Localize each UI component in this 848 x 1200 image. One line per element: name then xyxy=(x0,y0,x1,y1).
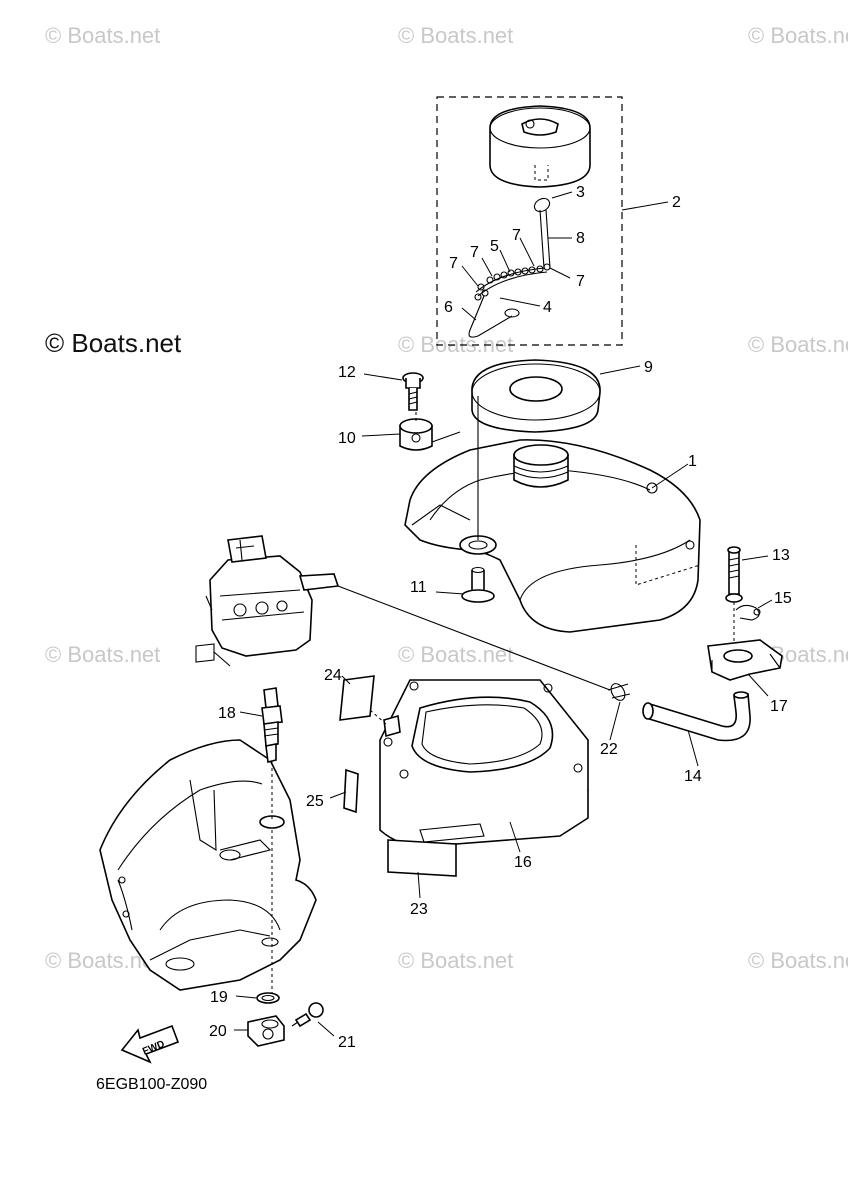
fuel-line-path xyxy=(337,585,611,691)
watermark: © Boats.net xyxy=(45,642,160,667)
callout-15: 15 xyxy=(774,590,792,607)
callout-25: 25 xyxy=(306,793,324,810)
watermark: © Boats.net xyxy=(398,23,513,48)
callout-9: 9 xyxy=(644,359,653,376)
callout-5: 5 xyxy=(490,238,499,255)
callout-22: 22 xyxy=(600,741,618,758)
label-24 xyxy=(339,675,375,721)
tank-collar[interactable] xyxy=(461,566,495,603)
tank-link-line xyxy=(431,431,461,443)
watermark: © Boats.net xyxy=(45,23,160,48)
watermark: © Boats.net xyxy=(398,948,513,973)
callout-23: 23 xyxy=(410,901,428,918)
fuel-tank[interactable] xyxy=(404,439,701,633)
watermark: © Boats.net xyxy=(748,23,848,48)
spring-clip[interactable] xyxy=(735,604,761,621)
watermark: © Boats.net xyxy=(398,642,513,667)
callout-1: 1 xyxy=(688,453,697,470)
hose-bracket[interactable] xyxy=(707,639,783,681)
callout-8: 8 xyxy=(576,230,585,247)
watermark: © Boats.net xyxy=(398,332,513,357)
callout-14: 14 xyxy=(684,768,702,785)
fuel-hose[interactable] xyxy=(642,691,751,742)
fwd-arrow: FWD xyxy=(120,1024,180,1064)
cap-tether xyxy=(468,197,551,338)
watermark: © Boats.net xyxy=(748,948,848,973)
hose-clip[interactable] xyxy=(607,681,631,703)
callout-2: 2 xyxy=(672,194,681,211)
label-23 xyxy=(387,839,457,877)
callout-12: 12 xyxy=(338,364,356,381)
callout-4: 4 xyxy=(543,299,552,316)
callout-21: 21 xyxy=(338,1034,356,1051)
callout-24: 24 xyxy=(324,667,342,684)
callout-6: 6 xyxy=(444,299,453,316)
callout-10: 10 xyxy=(338,430,356,447)
fuel-cap[interactable] xyxy=(489,105,591,188)
callout-7a: 7 xyxy=(449,255,458,272)
lower-cowling xyxy=(99,739,317,991)
callout-18: 18 xyxy=(218,705,236,722)
diagram-code: 6EGB100-Z090 xyxy=(96,1076,207,1093)
callout-7d: 7 xyxy=(576,273,585,290)
callout-11: 11 xyxy=(410,579,427,596)
tank-grommet[interactable] xyxy=(399,412,433,451)
callout-16: 16 xyxy=(514,854,532,871)
joint-screw[interactable] xyxy=(291,1002,324,1028)
callouts: 1 2 3 4 5 6 7 7 7 7 8 9 10 11 12 13 14 1… xyxy=(209,184,792,1051)
o-ring[interactable] xyxy=(256,992,280,1004)
callout-3: 3 xyxy=(576,184,585,201)
callout-13: 13 xyxy=(772,547,790,564)
callout-19: 19 xyxy=(210,989,228,1006)
watermark-main: © Boats.net xyxy=(45,328,182,358)
watermark: © Boats.net xyxy=(748,332,848,357)
leader-lines xyxy=(234,191,773,1037)
cap-gasket[interactable] xyxy=(471,359,601,433)
bottom-cowl-base[interactable] xyxy=(369,679,589,847)
callout-7b: 7 xyxy=(470,244,479,261)
tank-bolt[interactable] xyxy=(402,372,424,411)
callout-7c: 7 xyxy=(512,227,521,244)
watermarks: © Boats.net © Boats.net © Boats.net © Bo… xyxy=(45,23,848,973)
bracket-bolt[interactable] xyxy=(725,546,743,652)
fuel-connector[interactable] xyxy=(261,687,283,820)
label-25 xyxy=(343,768,359,814)
callout-17: 17 xyxy=(770,698,788,715)
callout-20: 20 xyxy=(209,1023,227,1040)
o-ring-inner xyxy=(261,994,275,1002)
carburetor xyxy=(195,535,340,667)
fuel-joint[interactable] xyxy=(247,1015,285,1047)
